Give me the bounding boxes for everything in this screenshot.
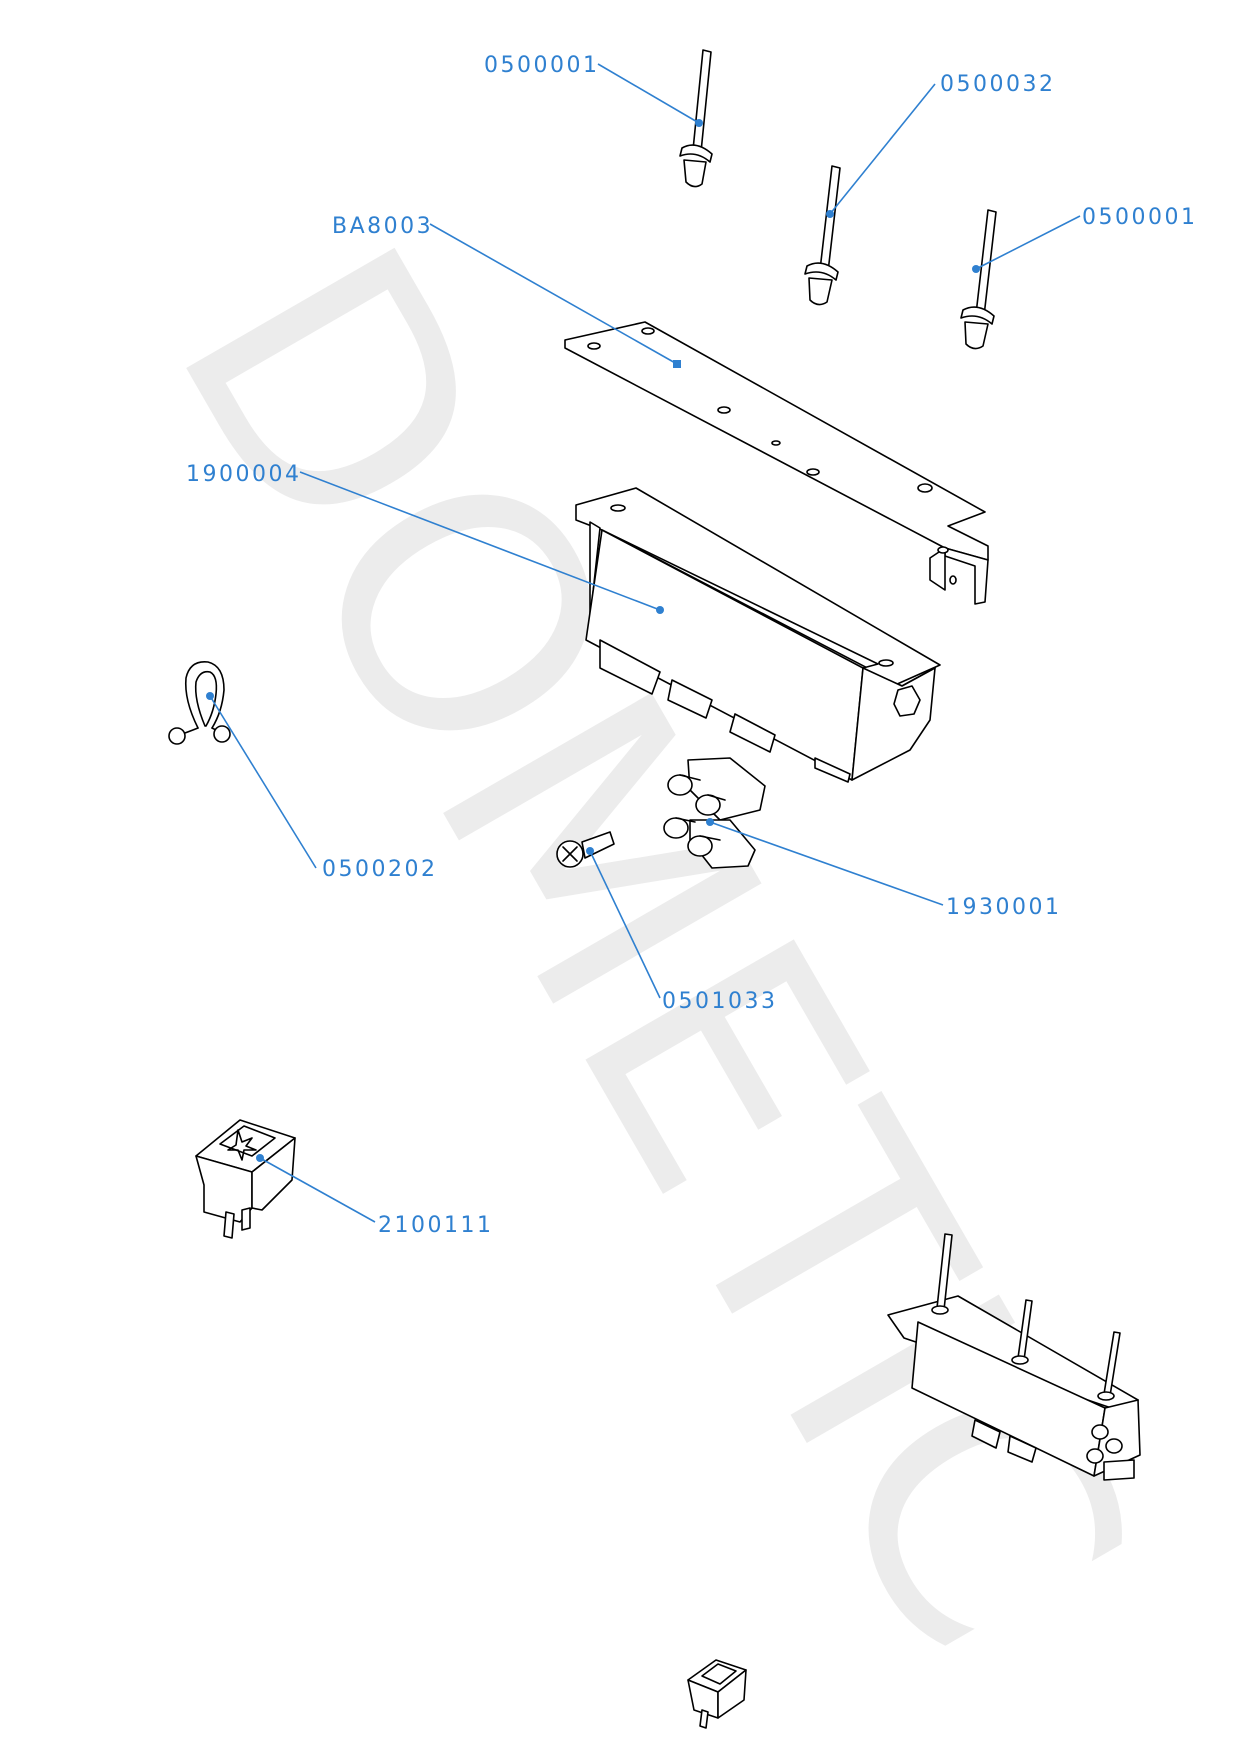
housing-drawing bbox=[575, 487, 941, 783]
rivet-top-drawing bbox=[679, 49, 713, 188]
watermark: DOMETIC bbox=[102, 187, 1203, 1710]
bracket-drawing bbox=[564, 321, 989, 605]
clip-drawing bbox=[168, 661, 231, 745]
rivet-right-drawing bbox=[960, 209, 997, 350]
label-rivet-mid: 0500032 bbox=[940, 72, 1055, 97]
label-clip: 0500202 bbox=[322, 857, 437, 882]
label-housing: 1900004 bbox=[186, 462, 301, 487]
leader-lines bbox=[206, 63, 1081, 1223]
rocker-switch-drawing bbox=[195, 1119, 296, 1239]
label-rivet-top: 0500001 bbox=[484, 53, 599, 78]
small-switch-drawing bbox=[687, 1659, 747, 1729]
assembled-unit-drawing bbox=[887, 1233, 1141, 1481]
label-rocker-switch: 2100111 bbox=[378, 1213, 493, 1238]
label-bracket: BA8003 bbox=[332, 214, 433, 239]
label-rivet-right: 0500001 bbox=[1082, 205, 1197, 230]
rivet-mid-drawing bbox=[804, 165, 841, 306]
label-screw: 0501033 bbox=[662, 989, 777, 1014]
label-buttons: 1930001 bbox=[946, 895, 1061, 920]
